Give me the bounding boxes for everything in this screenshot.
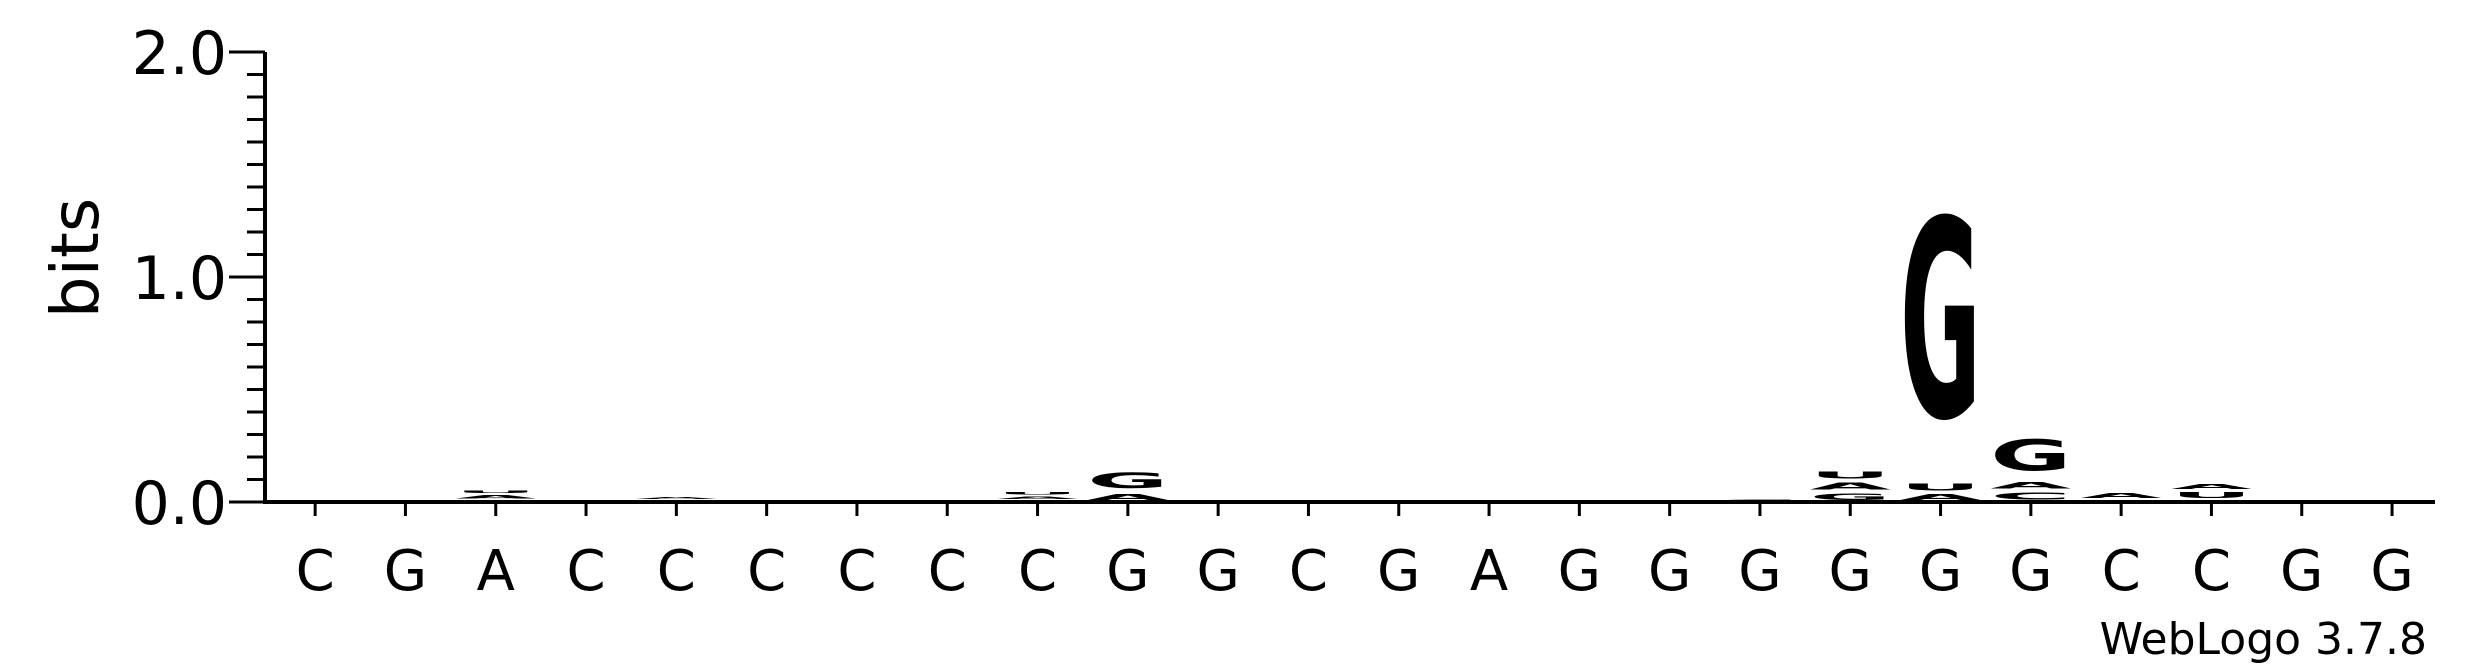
- logo-letter-G: G: [1900, 164, 1981, 482]
- logo-letter-G: G: [1087, 468, 1168, 493]
- x-tick-label: C: [2192, 539, 2231, 604]
- x-tick-label: C: [296, 539, 335, 604]
- logo-letter-U: U: [2171, 491, 2252, 500]
- x-tick-label: G: [1377, 539, 1420, 604]
- x-tick-label: C: [747, 539, 786, 604]
- logo-letter-U: U: [1810, 469, 1891, 480]
- logo-letter-U: U: [1900, 482, 1981, 493]
- x-tick-label: A: [1470, 539, 1508, 604]
- logo-letter-A: A: [997, 495, 1079, 500]
- axes: 0.0 1.0 2.0: [132, 19, 2435, 539]
- x-tick-label: C: [657, 539, 696, 604]
- x-tick-label: A: [477, 539, 515, 604]
- x-tick-label: C: [1018, 539, 1057, 604]
- x-tick-label: C: [1289, 539, 1328, 604]
- logo-letter-A: A: [2081, 492, 2163, 500]
- logo-letter-G: G: [1810, 492, 1891, 502]
- x-tick-label: G: [2009, 539, 2052, 604]
- logo-letter-G: G: [907, 500, 988, 502]
- logo-letter-U: U: [455, 490, 536, 495]
- y-tick-label: 1.0: [132, 244, 227, 314]
- x-tick-label: C: [566, 539, 605, 604]
- logo-letter-U: U: [997, 491, 1078, 496]
- x-tick-label: C: [2102, 539, 2141, 604]
- logo-letter-A: A: [455, 494, 537, 500]
- weblogo-credit: WebLogo 3.7.8: [2100, 614, 2427, 665]
- x-tick-label: C: [928, 539, 967, 604]
- logo-letter-G: G: [1990, 431, 2071, 480]
- logo-letter-C: C: [2081, 500, 2162, 502]
- x-tick-label: C: [837, 539, 876, 604]
- logo-letter-A: A: [1990, 481, 2072, 491]
- x-tick-label: G: [1648, 539, 1691, 604]
- logo-letter-C: C: [997, 500, 1078, 502]
- x-tick-label: G: [384, 539, 427, 604]
- logo-letter-C: C: [636, 500, 717, 502]
- x-tick-label: G: [1919, 539, 1962, 604]
- logo-letter-A: A: [2171, 483, 2253, 491]
- y-axis-label: bits: [37, 198, 114, 319]
- x-tick-label: G: [1829, 539, 1872, 604]
- y-tick-label: 0.0: [132, 469, 227, 539]
- x-tick-label: G: [2370, 539, 2413, 604]
- logo-letter-C: C: [455, 500, 536, 502]
- logo-letter-C: C: [2171, 500, 2252, 502]
- y-tick-label: 2.0: [132, 19, 227, 89]
- logo-letter-A: A: [1810, 481, 1892, 492]
- logo-letter-C: C: [1990, 491, 2071, 502]
- x-tick-label: G: [1558, 539, 1601, 604]
- x-tick-label: G: [1106, 539, 1149, 604]
- x-tick-label: G: [2280, 539, 2323, 604]
- logo-letter-G: G: [1719, 499, 1800, 502]
- x-tick-label: G: [1196, 539, 1239, 604]
- logo-letter-A: A: [636, 497, 718, 500]
- logo-letter-A: A: [1900, 493, 1982, 502]
- x-tick-label: G: [1738, 539, 1781, 604]
- logo-letter-A: A: [1087, 493, 1169, 502]
